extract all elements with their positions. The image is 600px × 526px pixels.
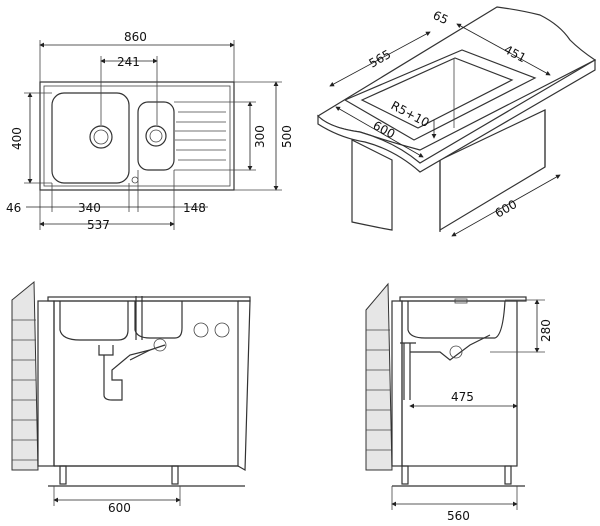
plan-view: 860 241 400 300 500 46 340 148 537: [6, 30, 294, 232]
cabinet: [53, 300, 239, 467]
dim-340: 340: [78, 201, 101, 215]
front-elevation: 600: [11, 280, 251, 515]
brick-wall-left: [11, 280, 39, 471]
cabinet-side: [401, 300, 518, 467]
dim-560: 560: [447, 509, 470, 523]
cutout-iso-view: 565 65 451 R5+10 600 600: [317, 6, 597, 237]
drainer-grooves: [175, 111, 226, 161]
worktop: [47, 296, 251, 302]
dim-600-front: 600: [108, 501, 131, 515]
main-bowl: [51, 92, 130, 184]
dim-241: 241: [117, 55, 140, 69]
dim-500: 500: [280, 125, 294, 148]
dim-475: 475: [451, 390, 474, 404]
sink-outline: [39, 81, 235, 191]
side-elevation: 280 475 560: [365, 282, 553, 523]
dim-537: 537: [87, 218, 110, 232]
main-drain: [89, 125, 113, 149]
dim-280: 280: [539, 319, 553, 342]
dim-860: 860: [124, 30, 147, 44]
dim-148: 148: [183, 201, 206, 215]
dim-565: 565: [367, 47, 394, 71]
small-drain: [145, 125, 167, 147]
dim-400: 400: [10, 127, 24, 150]
small-bowl: [137, 101, 175, 171]
overflow: [131, 176, 139, 184]
dim-46: 46: [6, 201, 21, 215]
dim-300: 300: [253, 125, 267, 148]
dim-65: 65: [431, 8, 451, 27]
brick-wall-right: [365, 282, 393, 471]
